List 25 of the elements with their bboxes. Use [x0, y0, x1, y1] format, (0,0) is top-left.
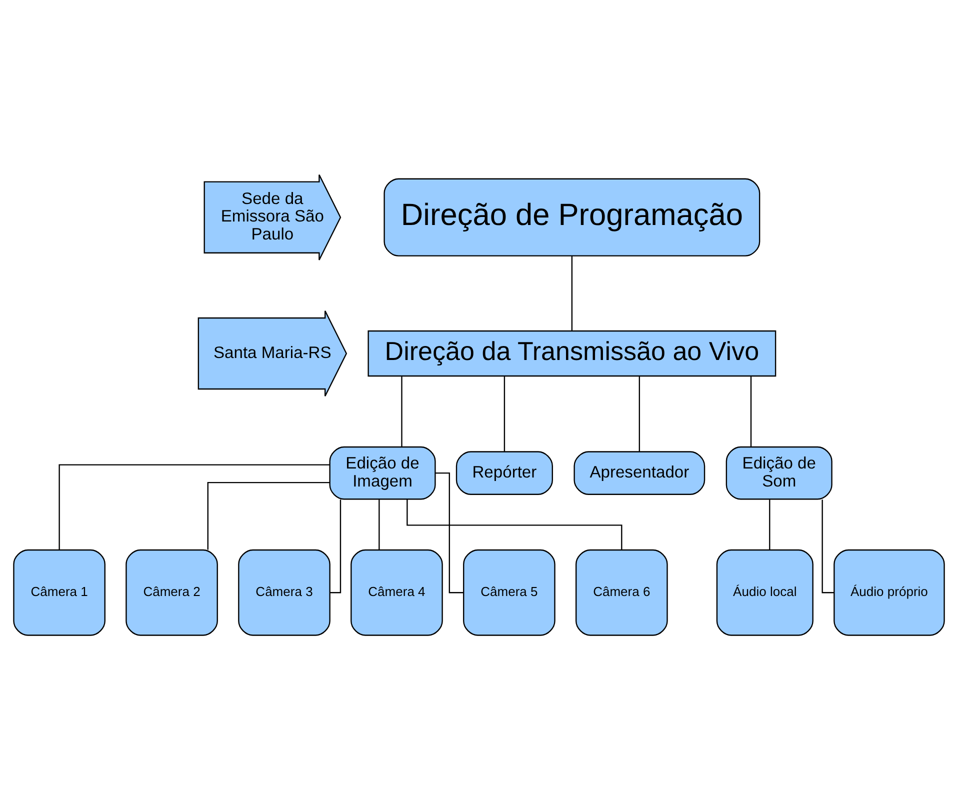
node-box: Câmera 6 [574, 548, 668, 636]
node-box: Câmera 2 [125, 548, 218, 636]
node-box: Câmera 1 [12, 548, 105, 636]
node-box: Áudio próprio [833, 548, 944, 636]
node-box: Repórter [455, 450, 552, 494]
node-box: Câmera 5 [462, 548, 555, 636]
node-box: Apresentador [573, 450, 705, 494]
connector [400, 376, 402, 446]
node-box: Áudio local [716, 548, 813, 636]
connector [206, 481, 330, 550]
connector [768, 499, 770, 550]
node-box: Câmera 3 [238, 548, 330, 636]
node-box: Direção de Programação [383, 178, 760, 256]
connector [750, 376, 752, 446]
connector [503, 376, 505, 452]
connector [378, 499, 380, 550]
node-box: Edição de Imagem [328, 446, 436, 500]
connector [330, 499, 341, 593]
node-box: Direção da Transmissão ao Vivo [367, 330, 776, 376]
connector [406, 498, 622, 550]
node-box: Edição de Som [725, 446, 832, 500]
connector [58, 464, 329, 550]
connector [638, 376, 640, 452]
node-box: Câmera 4 [350, 548, 442, 636]
connector [570, 256, 572, 330]
